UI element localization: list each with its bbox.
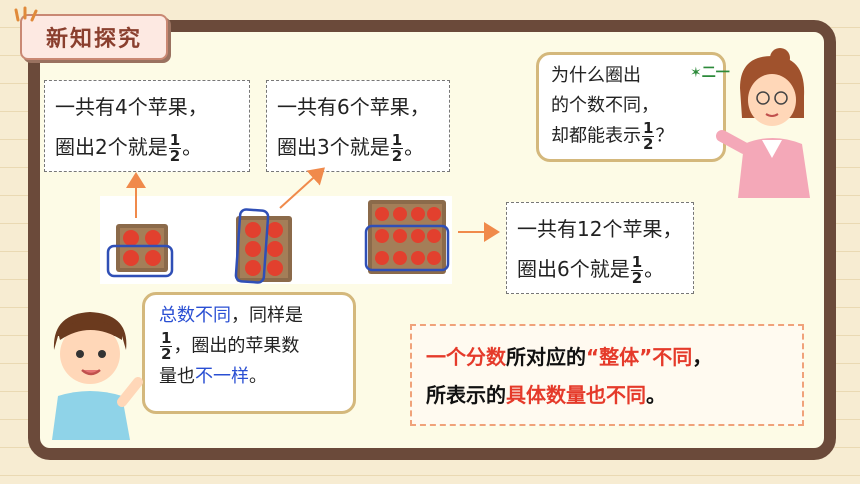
tray-12-apples <box>364 200 450 274</box>
sparkle-icon <box>14 6 38 22</box>
teacher-line2: 的个数不同， <box>551 95 659 116</box>
conclusion-box: 一个分数所对应的“整体”不同， 所表示的具体数量也不同。 <box>410 324 804 426</box>
boy-line3: 量也不一样。 <box>159 366 267 387</box>
teacher-illustration <box>716 48 810 198</box>
tray-6-apples <box>234 208 292 284</box>
box-line1: 一共有4个苹果， <box>55 95 208 119</box>
watermark-logo: ✶二一 <box>690 65 730 81</box>
tray-4-apples <box>106 224 174 278</box>
box-line1: 一共有12个苹果， <box>517 217 683 241</box>
section-title-tag: 新知探究 <box>14 6 168 60</box>
arrow-to-box2 <box>279 167 325 209</box>
runner-icon: ✶ <box>690 65 702 81</box>
conclusion-line2: 所表示的具体数量也不同。 <box>426 383 666 407</box>
apple-trays-illustration <box>100 196 452 284</box>
boy-line1: 总数不同，同样是 <box>159 305 303 326</box>
teacher-line1: 为什么圈出 <box>551 65 641 86</box>
box-line1: 一共有6个苹果， <box>277 95 430 119</box>
conclusion-line1: 一个分数所对应的“整体”不同， <box>426 345 713 369</box>
boy-illustration <box>52 312 143 440</box>
section-title: 新知探究 <box>45 27 142 52</box>
